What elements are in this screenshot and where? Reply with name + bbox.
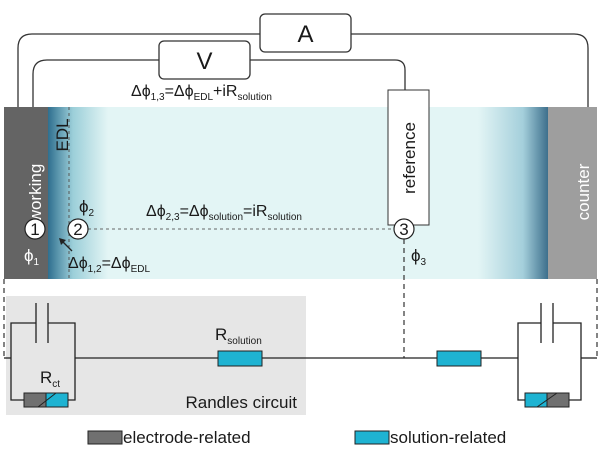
voltmeter-label: V — [196, 48, 212, 75]
point-2-marker — [67, 218, 89, 240]
rct-label: Rct — [40, 368, 60, 390]
rct-electrode-part — [23, 392, 47, 408]
ammeter-label: A — [297, 21, 313, 48]
solution-resistor-right — [436, 350, 482, 367]
edl-label: EDL — [53, 118, 72, 151]
point-2-label: 2 — [73, 220, 82, 239]
phi-1-label: ϕ1 — [24, 246, 40, 268]
counter-electrode — [548, 107, 597, 279]
working-electrode-label: working — [26, 164, 45, 224]
voltmeter-box — [158, 40, 251, 80]
rct-solution-part — [45, 392, 69, 408]
equation-phi12: Δϕ1,2=ΔϕEDL — [68, 255, 150, 275]
equation-phi13: Δϕ1,3=ΔϕEDL+iRsolution — [131, 83, 272, 103]
rct-diagonal — [37, 392, 57, 408]
ammeter-wire — [17, 33, 589, 107]
point-3-label: 3 — [399, 220, 408, 239]
point-1-marker — [24, 218, 46, 240]
voltmeter-wire — [32, 59, 406, 107]
right-solution-part — [524, 392, 548, 408]
ammeter-box — [259, 13, 352, 53]
equation-phi23: Δϕ2,3=Δϕsolution=iRsolution — [146, 203, 302, 223]
electrolyte-solution — [48, 107, 548, 279]
legend-electrode-label: electrode-related — [123, 428, 251, 447]
right-electrode-part — [546, 392, 570, 408]
legend-solution-label: solution-related — [390, 428, 506, 447]
reference-electrode-label: reference — [400, 122, 419, 194]
phi-3-label: ϕ3 — [411, 246, 427, 268]
working-electrode — [4, 107, 48, 279]
left-rc-circuit — [4, 303, 76, 401]
reference-electrode — [387, 89, 430, 226]
legend-electrode-swatch — [87, 430, 123, 445]
legend-solution-swatch — [354, 430, 390, 445]
counter-electrode-label: counter — [574, 163, 593, 220]
edl-pointer-arrow — [61, 240, 73, 252]
rsolution-label: Rsolution — [215, 325, 262, 347]
rsolution-resistor — [217, 350, 263, 367]
edl-pointer-arrowhead — [59, 238, 66, 245]
right-diagonal — [536, 392, 558, 408]
point-1-label: 1 — [30, 220, 39, 239]
phi-2-label: ϕ2 — [79, 197, 95, 219]
right-rc-circuit — [517, 303, 597, 401]
randles-circuit-label: Randles circuit — [186, 393, 298, 412]
